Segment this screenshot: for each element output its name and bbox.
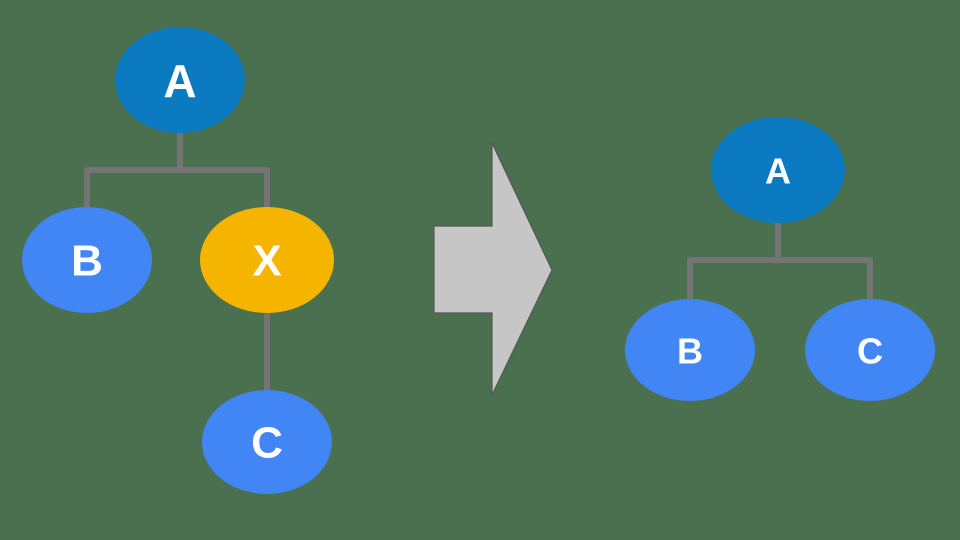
node-shape xyxy=(115,27,245,133)
node-shape xyxy=(625,299,755,401)
node-b-after[interactable]: B xyxy=(625,299,755,401)
after-tree xyxy=(687,218,873,303)
node-label: B xyxy=(71,237,103,286)
node-shape xyxy=(805,299,935,401)
edge-a2-to-c2 xyxy=(775,218,873,303)
node-label: B xyxy=(677,331,703,372)
node-shape xyxy=(202,390,332,494)
edge-a-to-b xyxy=(84,128,183,212)
node-label: C xyxy=(857,331,883,372)
node-shape xyxy=(711,117,845,223)
arrow-layer xyxy=(433,142,553,396)
node-label: A xyxy=(765,151,791,192)
node-shape xyxy=(22,207,152,313)
node-c-after[interactable]: C xyxy=(805,299,935,401)
node-a-before[interactable]: A xyxy=(115,27,245,133)
node-c-before[interactable]: C xyxy=(202,390,332,494)
node-label: A xyxy=(163,55,196,107)
node-b-before[interactable]: B xyxy=(22,207,152,313)
transformation-arrow-icon xyxy=(433,142,553,396)
node-label: C xyxy=(251,419,283,468)
node-a-after[interactable]: A xyxy=(711,117,845,223)
edge-a2-to-b2 xyxy=(687,218,781,303)
node-x-before[interactable]: X xyxy=(200,207,334,313)
nodes-layer: A B X C A B C xyxy=(22,27,935,494)
node-shape xyxy=(200,207,334,313)
after-tree-nodes: A B C xyxy=(625,117,935,401)
node-label: X xyxy=(252,237,281,286)
edges-layer xyxy=(84,128,873,395)
before-tree xyxy=(84,128,270,395)
edge-a-to-x xyxy=(177,128,270,212)
before-tree-nodes: A B X C xyxy=(22,27,334,494)
